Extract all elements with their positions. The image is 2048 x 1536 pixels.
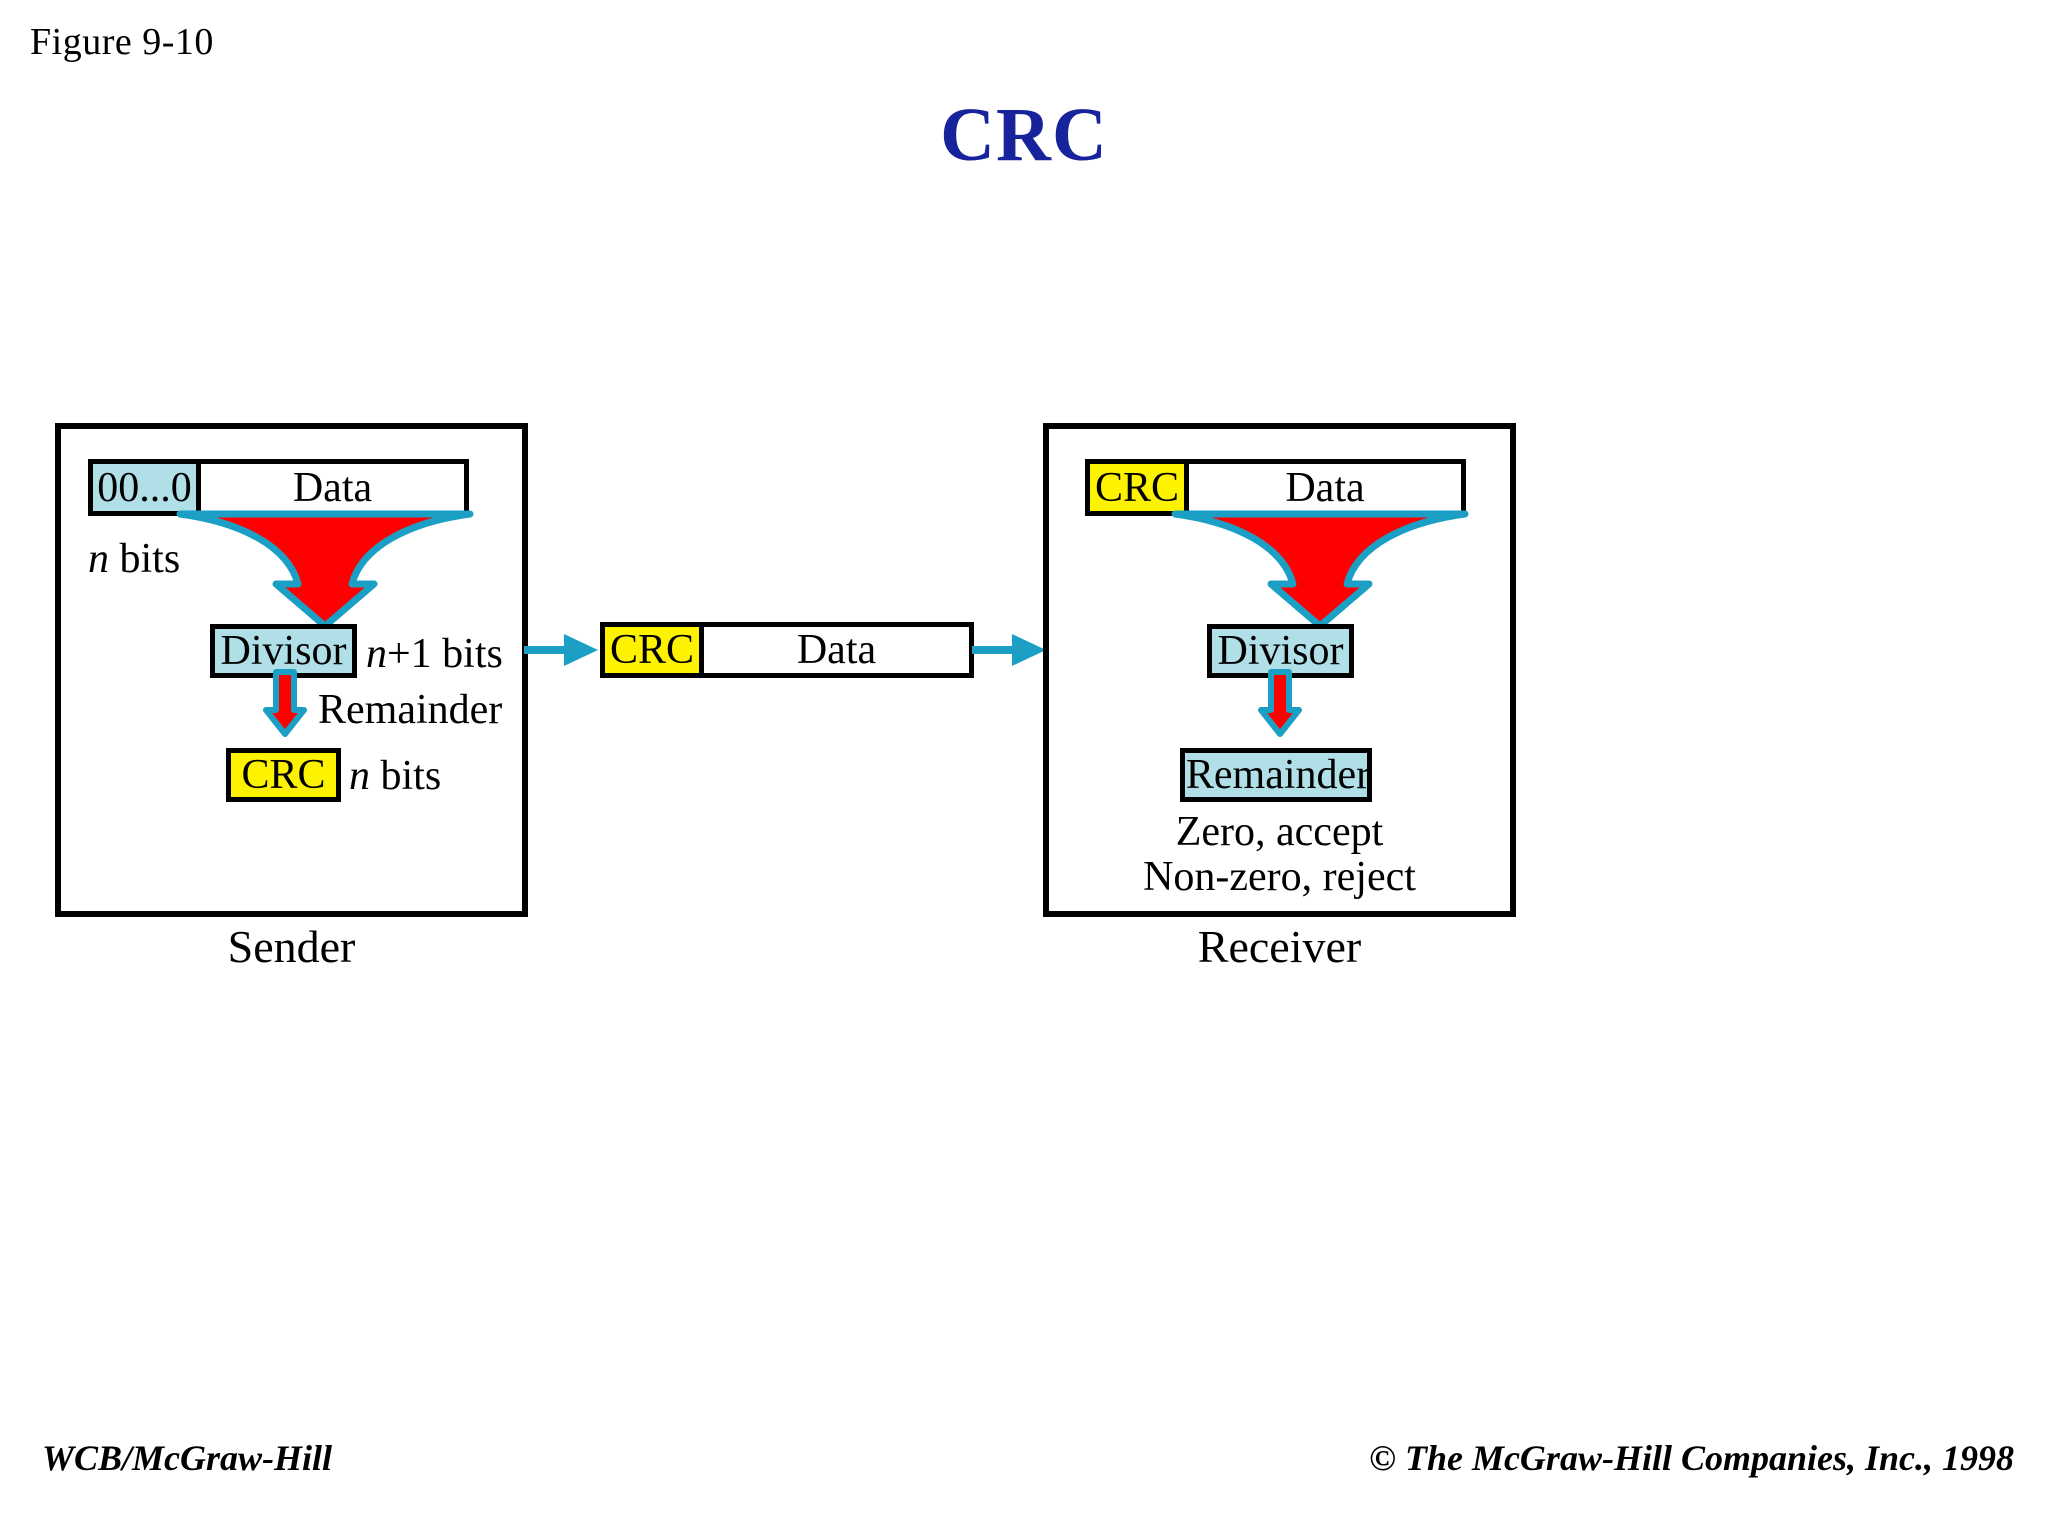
link-arrow-to-receiver <box>972 632 1048 668</box>
sender-divisor-bits-italic: n <box>366 631 387 677</box>
sender-divisor-bits-label: n+1 bits <box>366 630 503 678</box>
sender-caption: Sender <box>227 921 356 972</box>
transmitted-frame-row: CRC Data <box>600 622 974 678</box>
receiver-remainder-box: Remainder <box>1180 748 1372 802</box>
footer-publisher: WCB/McGraw-Hill <box>42 1438 333 1478</box>
receiver-funnel-arrow <box>1171 510 1469 630</box>
footer-copyright: © The McGraw-Hill Companies, Inc., 1998 <box>1369 1438 2014 1478</box>
sender-crc-bits-label: n bits <box>349 752 441 800</box>
sender-data-cell: Data <box>201 459 469 516</box>
receiver-data-cell: Data <box>1189 459 1466 516</box>
sender-n-bits-rest: bits <box>109 536 181 582</box>
transmitted-data-cell: Data <box>704 622 974 678</box>
sender-crc-box: CRC <box>226 748 341 802</box>
receiver-caption: Receiver <box>1197 921 1362 972</box>
link-arrow-to-frame <box>524 632 600 668</box>
sender-remainder-label: Remainder <box>318 687 503 733</box>
sender-funnel-arrow <box>176 510 474 630</box>
sender-divisor-bits-rest: +1 bits <box>387 631 503 677</box>
transmitted-crc-cell: CRC <box>600 622 704 678</box>
receiver-divisor-box: Divisor <box>1207 624 1354 678</box>
sender-crc-bits-rest: bits <box>370 753 442 799</box>
receiver-crc-cell: CRC <box>1085 459 1189 516</box>
sender-zeros-cell: 00...0 <box>88 459 201 516</box>
sender-n-bits-italic: n <box>88 536 109 582</box>
receiver-remainder-arrow <box>1258 669 1302 737</box>
sender-n-bits-label: n bits <box>88 535 180 583</box>
page-title: CRC <box>940 93 1108 177</box>
sender-remainder-arrow <box>263 669 307 737</box>
receiver-verdict: Zero, accept Non-zero, reject <box>1043 809 1516 901</box>
figure-label: Figure 9-10 <box>30 21 214 63</box>
sender-frame-row: 00...0 Data <box>88 459 469 516</box>
receiver-frame-row: CRC Data <box>1085 459 1466 516</box>
receiver-remainder-label: Remainder <box>1185 752 1371 798</box>
receiver-verdict-zero: Zero, accept <box>1175 809 1384 855</box>
receiver-verdict-nonzero: Non-zero, reject <box>1143 854 1416 901</box>
sender-crc-bits-italic: n <box>349 753 370 799</box>
